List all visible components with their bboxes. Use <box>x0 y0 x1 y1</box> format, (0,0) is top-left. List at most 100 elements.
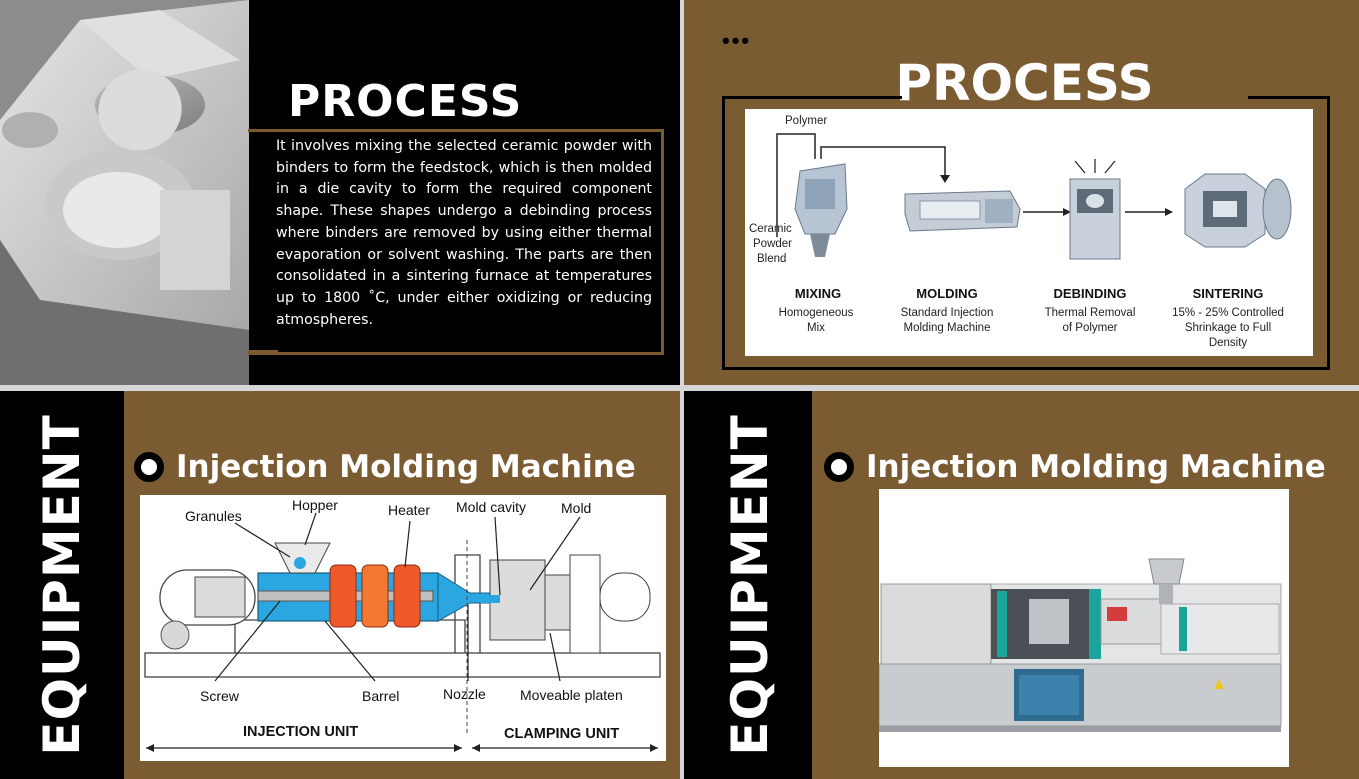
svg-text:of Polymer: of Polymer <box>1063 322 1118 334</box>
teal-panel <box>997 591 1007 657</box>
mixer-icon <box>794 163 848 257</box>
leader-line <box>549 632 561 682</box>
label-injection-unit: INJECTION UNIT <box>243 724 358 740</box>
warning-sign-icon <box>1214 679 1224 689</box>
arrow-head <box>1063 208 1071 216</box>
leader-line <box>404 520 411 568</box>
leader-line <box>214 600 281 682</box>
text-frame-corner <box>248 350 278 353</box>
mold-half <box>544 574 571 631</box>
step-sintering: SINTERING 15% - 25% Controlled Shrinkage… <box>1172 286 1284 349</box>
injection-machine-photo <box>878 489 1289 767</box>
base-window-inner <box>1019 675 1079 715</box>
side-bar: EQUIPMENT <box>684 391 812 779</box>
step-debinding: DEBINDING Thermal Removal of Polymer <box>1045 286 1136 334</box>
arrow-head <box>146 744 154 752</box>
counterweight <box>160 620 190 650</box>
granules-dots <box>294 557 306 569</box>
heading-text: Injection Molding Machine <box>866 449 1326 485</box>
arrow-head <box>472 744 480 752</box>
injection-molding-diagram: Granules Hopper Heater Mold cavity Mold … <box>140 495 666 761</box>
inlet-line <box>776 133 816 237</box>
piston <box>194 576 246 618</box>
svg-text:Thermal Removal: Thermal Removal <box>1045 307 1136 319</box>
svg-text:Molding Machine: Molding Machine <box>904 322 991 334</box>
label-barrel: Barrel <box>362 688 399 704</box>
label-moveable-platen: Moveable platen <box>520 687 623 703</box>
heading-text: Injection Molding Machine <box>176 449 636 485</box>
arrow-head <box>454 744 462 752</box>
text-frame <box>248 129 664 355</box>
svg-text:15% - 25% Controlled: 15% - 25% Controlled <box>1172 307 1284 319</box>
frame-line <box>1327 96 1330 370</box>
leader-line <box>304 512 317 546</box>
arrow-head <box>650 744 658 752</box>
svg-text:DEBINDING: DEBINDING <box>1054 286 1127 301</box>
step-molding: MOLDING Standard Injection Molding Machi… <box>901 286 994 334</box>
slide-process-diagram[interactable]: ••• PROCESS Polymer Ceramic Powder Blend <box>684 0 1359 385</box>
ceramic-powder-label: Ceramic Powder Blend <box>749 223 795 265</box>
sintering-furnace-icon <box>1184 173 1292 248</box>
machine-foot <box>879 726 1281 732</box>
section-heading: Injection Molding Machine <box>824 449 1326 485</box>
teal-panel <box>1179 607 1187 651</box>
polymer-line <box>820 146 946 177</box>
svg-text:Homogeneous: Homogeneous <box>779 307 854 319</box>
heater-band <box>329 564 357 628</box>
svg-text:MOLDING: MOLDING <box>916 286 977 301</box>
svg-text:MIXING: MIXING <box>795 286 841 301</box>
frame-line <box>722 96 725 370</box>
mold-cavity-fill <box>480 595 500 603</box>
svg-text:Standard Injection: Standard Injection <box>901 307 994 319</box>
side-label: EQUIPMENT <box>721 414 779 756</box>
svg-text:SINTERING: SINTERING <box>1193 286 1264 301</box>
label-screw: Screw <box>200 688 240 704</box>
leader-line <box>494 516 501 596</box>
label-mold-cavity: Mold cavity <box>456 499 526 515</box>
label-mold: Mold <box>561 500 591 516</box>
process-description: It involves mixing the selected ceramic … <box>276 138 652 328</box>
page-title: PROCESS <box>288 76 523 127</box>
heater-band <box>393 564 421 628</box>
side-bar: EQUIPMENT <box>0 391 124 779</box>
clamping-housing <box>880 583 992 665</box>
frame-line <box>722 367 1330 370</box>
slide-process-text[interactable]: PROCESS It involves mixing the selected … <box>0 0 680 385</box>
step-mixing: MIXING Homogeneous Mix <box>779 286 854 334</box>
mold-window <box>1029 599 1069 644</box>
teal-panel <box>1089 589 1101 659</box>
frame-line <box>722 96 902 99</box>
label-heater: Heater <box>388 502 430 518</box>
hopper-neck <box>1159 584 1173 604</box>
label-clamping-unit: CLAMPING UNIT <box>504 726 619 742</box>
molding-machine-icon <box>904 190 1021 232</box>
control-panel <box>1100 598 1162 645</box>
svg-text:Density: Density <box>1209 337 1248 349</box>
hopper-shape <box>1148 558 1185 585</box>
page-title: PROCESS <box>895 54 1154 112</box>
ceramic-mold-photo <box>0 0 249 385</box>
debinding-oven-icon <box>1069 159 1121 260</box>
svg-text:Shrinkage to Full: Shrinkage to Full <box>1185 322 1271 334</box>
arrow-head <box>940 175 950 183</box>
side-label: EQUIPMENT <box>33 414 91 756</box>
heater-band <box>361 564 389 628</box>
machine-base <box>144 652 661 678</box>
process-flow-diagram: Polymer Ceramic Powder Blend <box>745 109 1313 356</box>
polymer-label: Polymer <box>785 115 827 127</box>
section-heading: Injection Molding Machine <box>134 449 636 485</box>
leader-line <box>529 516 581 591</box>
clamp-cylinder <box>599 572 651 622</box>
ceramic-mold-illustration <box>0 0 249 385</box>
label-granules: Granules <box>185 508 242 524</box>
dots-decoration: ••• <box>722 28 752 53</box>
injection-unit-housing <box>1160 603 1280 655</box>
circle-bullet-icon <box>134 452 164 482</box>
label-nozzle: Nozzle <box>443 686 486 702</box>
frame-line <box>1248 96 1330 99</box>
slide-equipment-photo[interactable]: EQUIPMENT Injection Molding Machine <box>684 391 1359 779</box>
moveable-platen-shape <box>569 554 601 654</box>
circle-bullet-icon <box>824 452 854 482</box>
slide-equipment-diagram[interactable]: EQUIPMENT Injection Molding Machine <box>0 391 680 779</box>
